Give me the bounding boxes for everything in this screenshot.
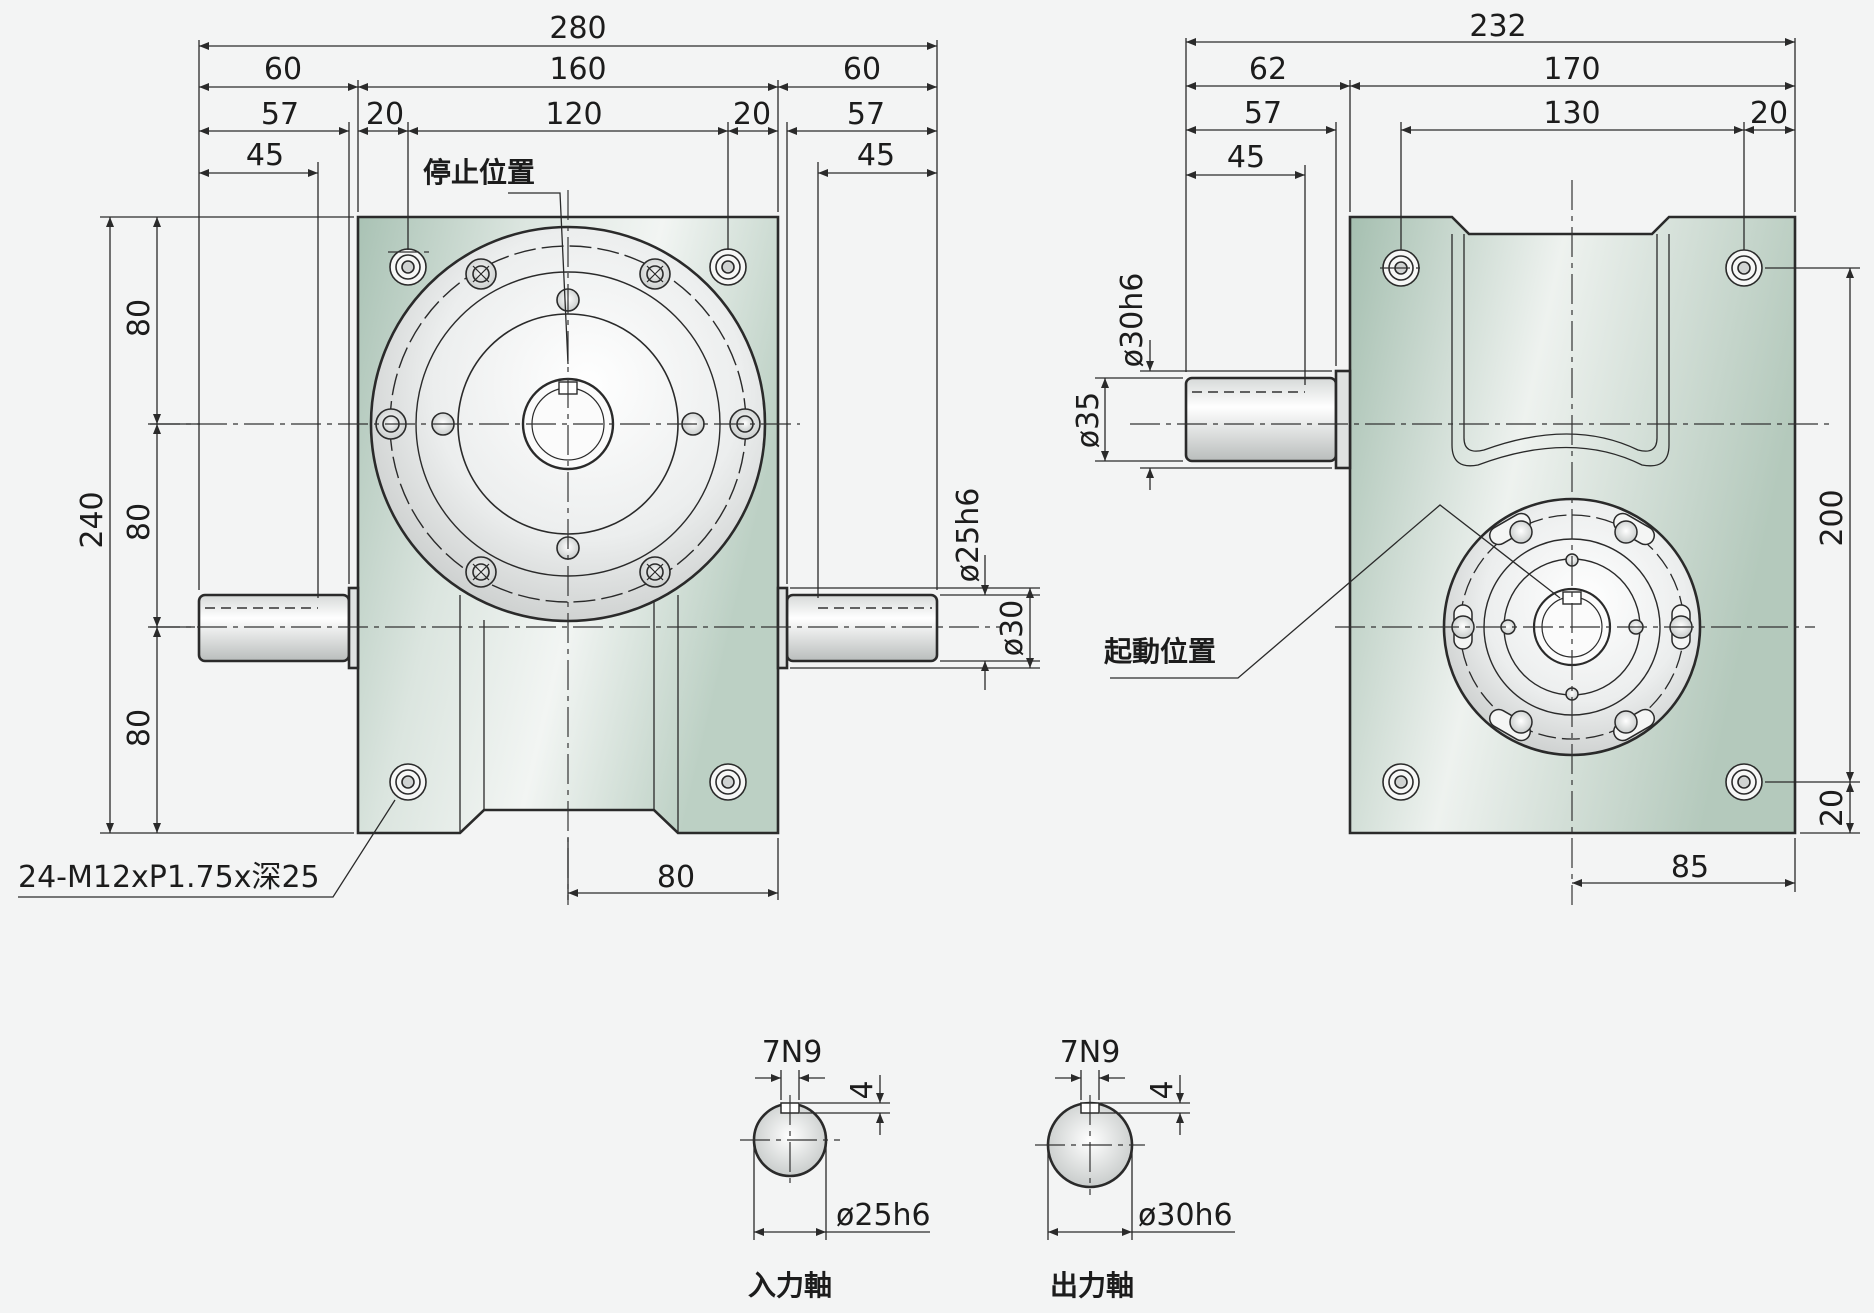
- dim-45-left: 45: [246, 138, 284, 173]
- dim-60-left: 60: [264, 52, 302, 87]
- output-key-width: 7N9: [1060, 1035, 1121, 1070]
- dim-57-side: 57: [1244, 96, 1282, 131]
- front-dimension-lines: [100, 40, 1040, 900]
- side-dimension-lines: [1095, 38, 1860, 892]
- dim-57-left: 57: [261, 97, 299, 132]
- dim-170: 170: [1543, 52, 1600, 87]
- front-tapped-hole-icons: [389, 248, 747, 801]
- dim-60-right: 60: [843, 52, 881, 87]
- dim-120: 120: [545, 97, 602, 132]
- dim-62: 62: [1249, 52, 1287, 87]
- dim-80-middle: 80: [122, 503, 157, 541]
- dim-45-side: 45: [1227, 140, 1265, 175]
- dim-20-side-bottom: 20: [1815, 789, 1850, 827]
- output-key-depth: 4: [1145, 1080, 1180, 1099]
- dim-57-right: 57: [847, 97, 885, 132]
- dim-200: 200: [1815, 489, 1850, 546]
- dim-shaft-25h6: ø25h6: [951, 488, 986, 583]
- dim-80-lower: 80: [122, 709, 157, 747]
- dim-85: 85: [1671, 850, 1709, 885]
- shaft-detail-input: 7N9 4 ø25h6 入力軸: [740, 1035, 931, 1302]
- side-input-shaft: [1184, 376, 1338, 463]
- dim-232: 232: [1469, 9, 1526, 44]
- start-position-label: 起動位置: [1104, 635, 1216, 668]
- front-left-shaft: [197, 593, 351, 663]
- dim-20-side-top: 20: [1750, 96, 1788, 131]
- side-view: 232 62 170 57 130 20 45 ø30h6 ø35 200 20…: [1071, 9, 1860, 905]
- front-right-shaft: [785, 593, 939, 663]
- dim-280: 280: [549, 11, 606, 46]
- dim-shaft-30h6: ø30h6: [1115, 273, 1150, 368]
- dim-shaft-30: ø30: [995, 600, 1030, 657]
- dim-160: 160: [549, 52, 606, 87]
- output-diameter: ø30h6: [1138, 1198, 1233, 1233]
- dim-20-left: 20: [366, 97, 404, 132]
- thread-spec-label: 24-M12xP1.75x深25: [18, 860, 320, 895]
- dim-80-bottom: 80: [657, 860, 695, 895]
- dim-shaft-35: ø35: [1071, 392, 1106, 449]
- input-key-depth: 4: [845, 1080, 880, 1099]
- dim-130: 130: [1543, 96, 1600, 131]
- dim-80-upper: 80: [122, 299, 157, 337]
- dim-20-right: 20: [733, 97, 771, 132]
- output-shaft-caption: 出力軸: [1050, 1269, 1134, 1302]
- input-key-width: 7N9: [762, 1035, 823, 1070]
- stop-position-label: 停止位置: [423, 156, 535, 189]
- input-shaft-caption: 入力軸: [748, 1269, 832, 1302]
- dim-240: 240: [75, 491, 110, 548]
- front-view: 280 60 160 60 57 20 120 20 57 45 45 停止位置…: [18, 11, 1040, 905]
- input-diameter: ø25h6: [836, 1198, 931, 1233]
- dim-45-right: 45: [857, 138, 895, 173]
- shaft-detail-output: 7N9 4 ø30h6 出力軸: [1035, 1035, 1235, 1302]
